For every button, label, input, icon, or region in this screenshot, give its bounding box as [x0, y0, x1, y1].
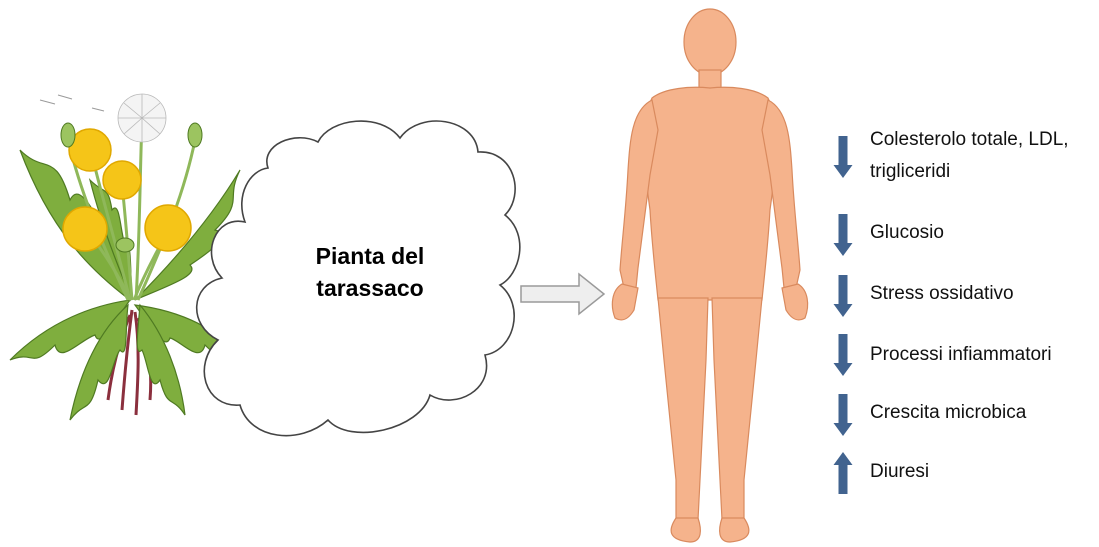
human-body-silhouette [612, 9, 807, 542]
effect-label-inflammation: Processi infiammatori [870, 340, 1052, 370]
effect-label-glucose: Glucosio [870, 218, 944, 248]
cloud-title: Pianta del tarassaco [280, 240, 460, 304]
block-arrow-right [521, 274, 604, 314]
effect-item-diuresis: Diuresi [832, 457, 1097, 497]
effect-item-inflammation: Processi infiammatori [832, 340, 1097, 380]
effect-label-diuresis: Diuresi [870, 457, 929, 487]
effect-item-oxidative-stress: Stress ossidativo [832, 279, 1097, 319]
effect-item-glucose: Glucosio [832, 218, 1097, 258]
effect-label-cholesterol-line2: trigliceridi [870, 157, 950, 187]
effect-label-cholesterol-line1: Colesterolo totale, LDL, [870, 125, 1069, 155]
effect-label-oxidative-stress: Stress ossidativo [870, 279, 1014, 309]
effect-label-microbial-growth: Crescita microbica [870, 398, 1026, 428]
cloud-title-line2: tarassaco [280, 272, 460, 304]
effect-item-cholesterol: Colesterolo totale, LDL, trigliceridi [832, 125, 1097, 185]
cloud-title-line1: Pianta del [280, 240, 460, 272]
effect-item-microbial-growth: Crescita microbica [832, 398, 1097, 438]
